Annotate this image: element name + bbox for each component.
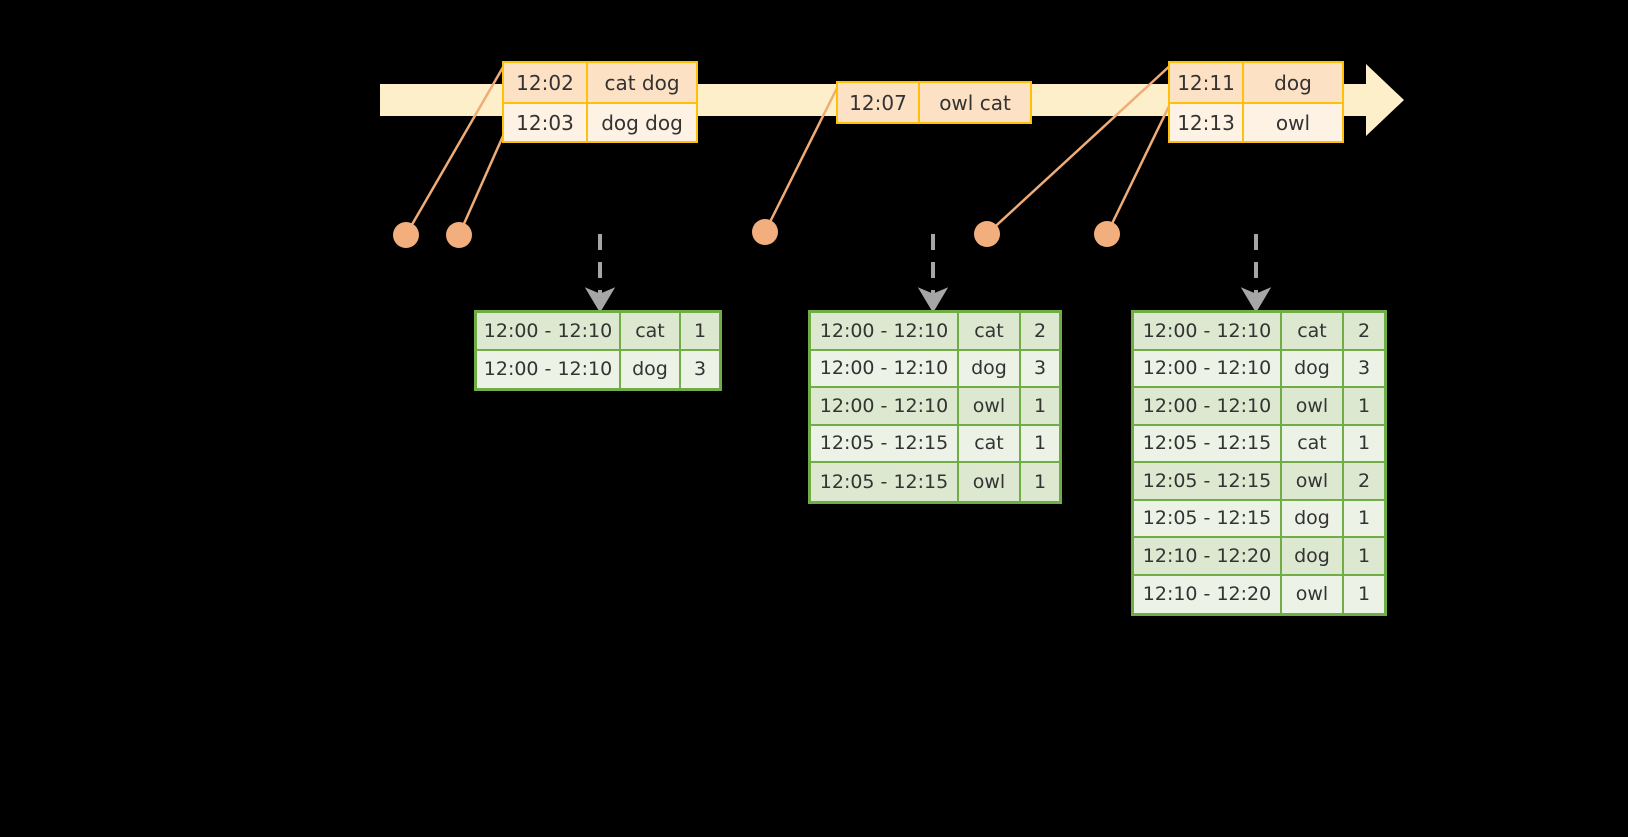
event-words: owl — [1244, 104, 1342, 141]
count-cell: 1 — [1021, 388, 1059, 424]
word-cell: dog — [621, 350, 681, 388]
window-cell: 12:00 - 12:10 — [1134, 388, 1282, 424]
word-cell: cat — [621, 313, 681, 349]
event-time: 12:13 — [1170, 104, 1244, 141]
window-cell: 12:05 - 12:15 — [811, 463, 959, 501]
count-cell: 1 — [1021, 425, 1059, 461]
count-cell: 1 — [681, 313, 719, 349]
count-cell: 2 — [1344, 313, 1384, 349]
word-cell: dog — [1282, 538, 1344, 574]
count-cell: 2 — [1021, 313, 1059, 349]
event-dot-5 — [1094, 221, 1120, 247]
event-row: 12:03 dog dog — [504, 102, 696, 141]
count-cell: 2 — [1344, 463, 1384, 499]
word-cell: dog — [1282, 350, 1344, 386]
event-dot-1 — [393, 222, 419, 248]
event-dot-3 — [752, 219, 778, 245]
connector-3 — [763, 81, 842, 233]
word-cell: owl — [1282, 388, 1344, 424]
event-row: 12:11 dog — [1170, 63, 1342, 102]
word-cell: cat — [1282, 425, 1344, 461]
count-cell: 1 — [1344, 538, 1384, 574]
event-time: 12:11 — [1170, 63, 1244, 102]
count-cell: 3 — [1344, 350, 1384, 386]
count-cell: 1 — [1021, 463, 1059, 501]
window-cell: 12:00 - 12:10 — [1134, 313, 1282, 349]
connector-1 — [404, 61, 508, 236]
event-words: dog dog — [588, 104, 696, 141]
window-cell: 12:05 - 12:15 — [1134, 500, 1282, 536]
window-cell: 12:10 - 12:20 — [1134, 538, 1282, 574]
event-row: 12:13 owl — [1170, 102, 1342, 141]
event-time: 12:02 — [504, 63, 588, 102]
window-cell: 12:00 - 12:10 — [477, 350, 621, 388]
event-words: dog — [1244, 63, 1342, 102]
count-cell: 1 — [1344, 500, 1384, 536]
event-box-2[interactable]: 12:07 owl cat — [836, 81, 1032, 124]
event-words: cat dog — [588, 63, 696, 102]
window-cell: 12:00 - 12:10 — [811, 313, 959, 349]
window-cell: 12:05 - 12:15 — [811, 425, 959, 461]
event-dot-4 — [974, 221, 1000, 247]
window-cell: 12:00 - 12:10 — [477, 313, 621, 349]
count-cell: 3 — [681, 350, 719, 388]
event-words: owl cat — [920, 83, 1030, 122]
window-cell: 12:05 - 12:15 — [1134, 463, 1282, 499]
window-cell: 12:05 - 12:15 — [1134, 425, 1282, 461]
word-cell: owl — [959, 388, 1021, 424]
window-cell: 12:00 - 12:10 — [811, 350, 959, 386]
event-row: 12:02 cat dog — [504, 63, 696, 102]
event-dot-2 — [446, 222, 472, 248]
window-cell: 12:00 - 12:10 — [1134, 350, 1282, 386]
word-cell: cat — [959, 313, 1021, 349]
count-cell: 3 — [1021, 350, 1059, 386]
dashed-arrows — [584, 234, 1272, 313]
event-box-3[interactable]: 12:11 dog 12:13 owl — [1168, 61, 1344, 143]
window-cell: 12:10 - 12:20 — [1134, 575, 1282, 613]
event-row: 12:07 owl cat — [838, 83, 1030, 122]
event-time: 12:03 — [504, 104, 588, 141]
connector-5 — [1105, 99, 1174, 235]
word-cell: dog — [959, 350, 1021, 386]
word-cell: owl — [959, 463, 1021, 501]
event-time: 12:07 — [838, 83, 920, 122]
word-cell: cat — [1282, 313, 1344, 349]
word-cell: cat — [959, 425, 1021, 461]
word-cell: owl — [1282, 463, 1344, 499]
word-cell: owl — [1282, 575, 1344, 613]
count-cell: 1 — [1344, 388, 1384, 424]
word-cell: dog — [1282, 500, 1344, 536]
count-cell: 1 — [1344, 575, 1384, 613]
event-dots — [393, 219, 1120, 248]
count-cell: 1 — [1344, 425, 1384, 461]
window-cell: 12:00 - 12:10 — [811, 388, 959, 424]
event-box-1[interactable]: 12:02 cat dog 12:03 dog dog — [502, 61, 698, 143]
